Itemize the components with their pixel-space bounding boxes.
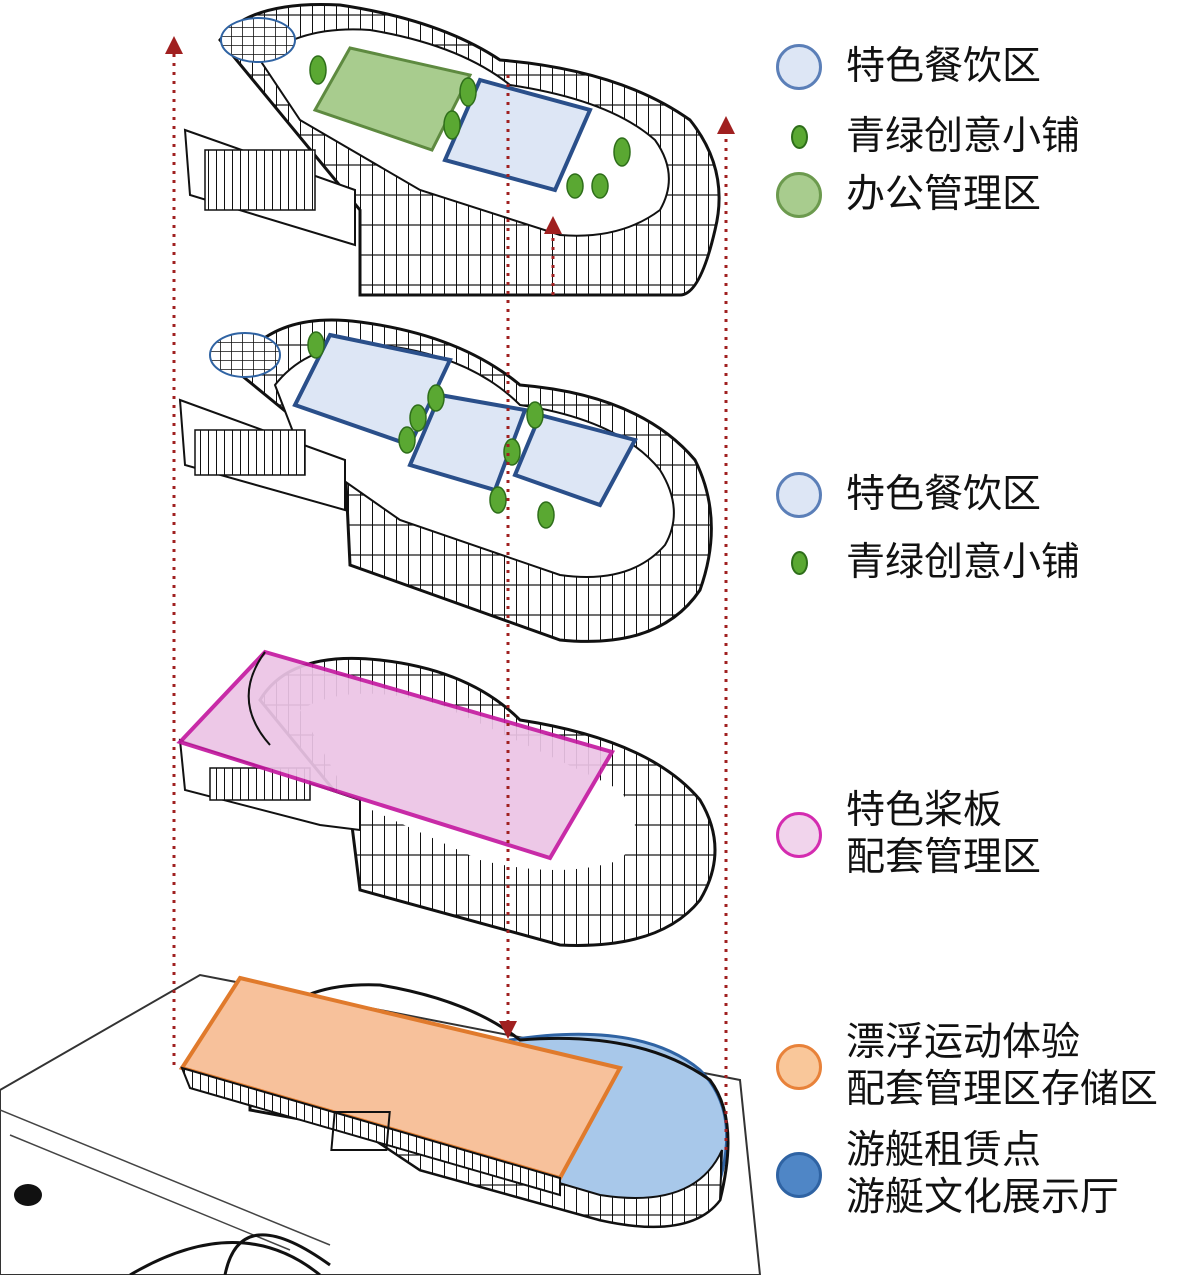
legend-item-dining-mid: 特色餐饮区: [772, 472, 1041, 519]
level-3: [183, 2, 721, 297]
legend-marker-dining-icon: [772, 44, 826, 91]
site-road: [129, 1233, 331, 1275]
level2-cylinder: [209, 332, 281, 378]
legend-label-line2: 游艇文化展示厅: [846, 1174, 1120, 1220]
legend-marker-paddle-icon: [772, 811, 826, 858]
legend-marker-floating-icon: [772, 1043, 826, 1090]
level-2: [178, 318, 713, 643]
level-1: [176, 649, 717, 947]
level1-curve: [247, 651, 271, 746]
site-tree-symbol: [14, 1184, 42, 1206]
legend-label-line1: 漂浮运动体验: [846, 1020, 1081, 1065]
dining-block-c: [512, 412, 638, 508]
level-connection-arrows: [165, 36, 735, 1150]
legend-item-floating: 漂浮运动体验 配套管理区存储区: [772, 1020, 1158, 1114]
legend-label: 办公管理区: [846, 172, 1042, 217]
ground-facade-band: [359, 1103, 723, 1228]
legend-marker-yacht-icon: [772, 1151, 826, 1198]
legend-item-office: 办公管理区: [772, 172, 1041, 219]
legend-marker-shop-icon: [772, 551, 826, 576]
legend-label: 特色餐饮区: [846, 44, 1042, 89]
legend-item-yacht: 游艇租赁点 游艇文化展示厅: [772, 1128, 1119, 1222]
site-edge: [0, 1109, 331, 1251]
legend-marker-office-icon: [772, 172, 826, 219]
ground-kiosk: [330, 1111, 391, 1151]
level3-cylinder: [220, 17, 296, 63]
legend-label: 青绿创意小铺: [846, 540, 1081, 585]
legend-item-shop-mid: 青绿创意小铺: [772, 540, 1080, 587]
level2-low-windows: [194, 429, 306, 476]
office-block: [312, 46, 473, 152]
ground-level: [0, 973, 762, 1275]
level3-shops: [309, 55, 631, 199]
legend-label: 青绿创意小铺: [846, 114, 1081, 159]
legend-item-paddle: 特色桨板 配套管理区: [772, 788, 1041, 882]
legend-label-line1: 游艇租赁点: [846, 1128, 1042, 1173]
ground-slab-side: [180, 1066, 561, 1197]
level3-low-windows: [204, 149, 316, 211]
legend-label-line2: 配套管理区: [846, 834, 1042, 880]
legend-label-line2: 配套管理区存储区: [846, 1066, 1159, 1112]
legend-marker-dining-icon: [772, 472, 826, 519]
legend-marker-shop-icon: [772, 125, 826, 150]
legend-item-shop-top: 青绿创意小铺: [772, 114, 1080, 161]
legend-item-dining-top: 特色餐饮区: [772, 44, 1041, 91]
legend-label-line1: 特色桨板: [846, 788, 1003, 833]
legend-label: 特色餐饮区: [846, 472, 1042, 517]
level2-shops: [307, 331, 555, 529]
paddle-zone: [176, 649, 616, 861]
